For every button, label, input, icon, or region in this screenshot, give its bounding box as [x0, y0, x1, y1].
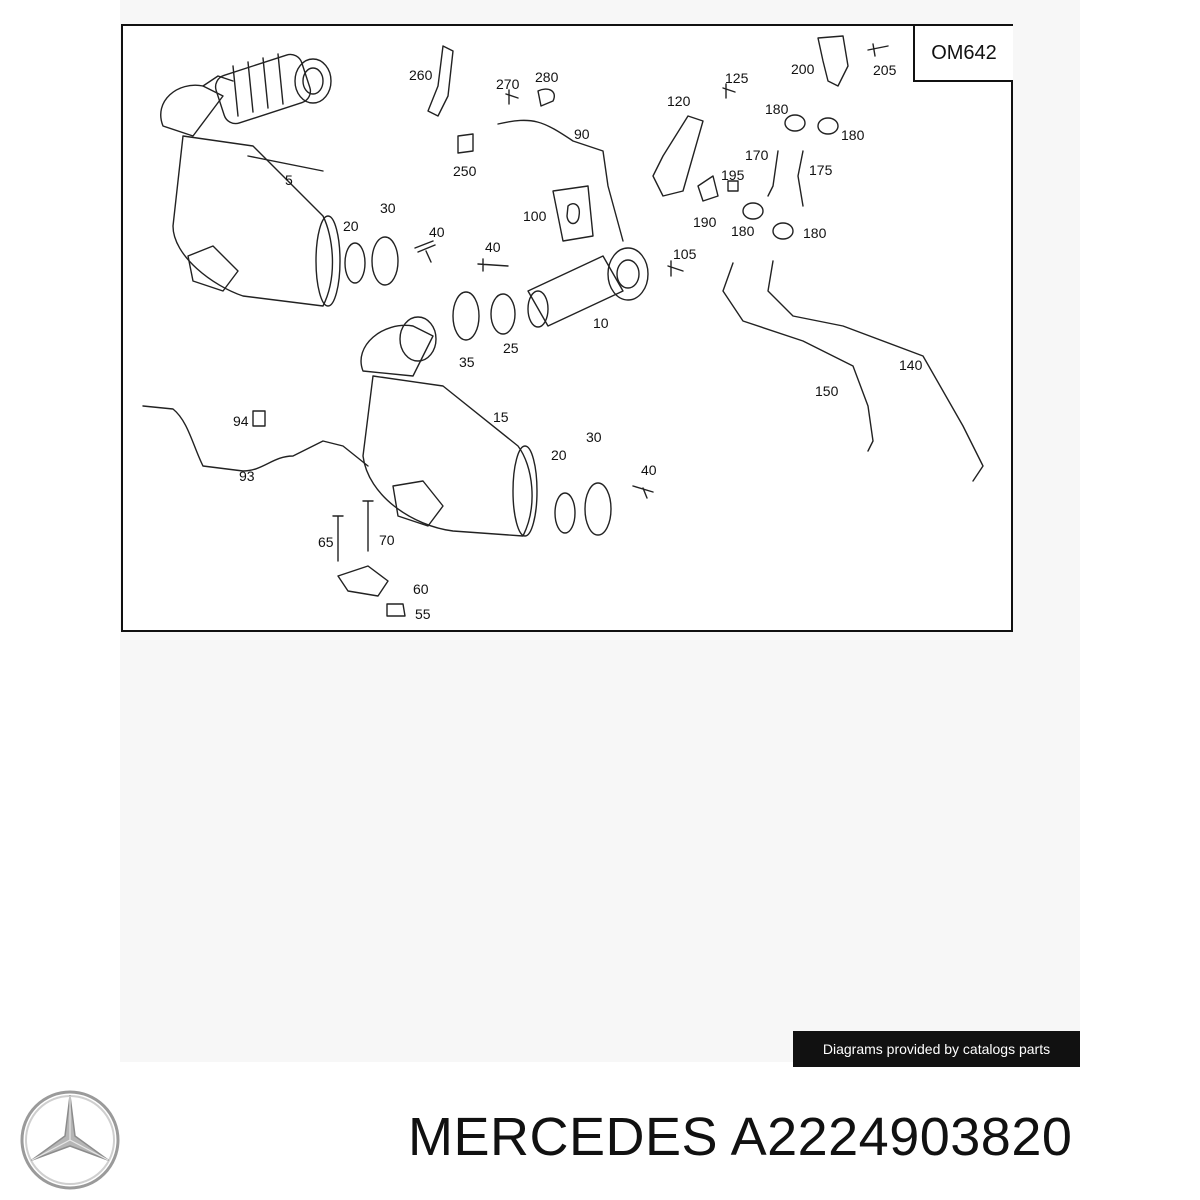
clamp-180-c	[742, 202, 764, 220]
callout-20: 20	[343, 218, 359, 234]
parts-diagram: OM642 5 20 30 40 40 35 25 10 100 105 260…	[121, 24, 1013, 632]
callout-175: 175	[809, 162, 833, 178]
callout-40: 40	[485, 239, 501, 255]
callout-30: 30	[586, 429, 602, 445]
callout-195: 195	[721, 167, 745, 183]
bolt-270	[505, 89, 519, 105]
callout-55: 55	[415, 606, 431, 622]
pressure-sensor-200	[817, 35, 849, 87]
bolt-40-upper	[414, 240, 436, 263]
callout-170: 170	[745, 147, 769, 163]
callout-105: 105	[673, 246, 697, 262]
bracket-120	[652, 115, 704, 197]
clamp-180-a	[784, 114, 806, 132]
callout-260: 260	[409, 67, 433, 83]
clamp-180-b	[817, 117, 839, 135]
pipe-150	[722, 262, 874, 452]
part-number-caption: MERCEDES A2224903820	[408, 1107, 1073, 1167]
bracket-260	[427, 45, 454, 117]
bolt-70	[362, 500, 374, 552]
callout-140: 140	[899, 357, 923, 373]
clamp-180-d	[772, 222, 794, 240]
bolt-125	[722, 83, 736, 99]
callout-40: 40	[641, 462, 657, 478]
particulate-filter-upper	[160, 53, 341, 307]
particulate-filter-lower	[360, 316, 538, 537]
callout-100: 100	[523, 208, 547, 224]
nut-55	[386, 603, 406, 617]
callout-190: 190	[693, 214, 717, 230]
exhaust-pipe-section	[527, 247, 684, 328]
hose-175	[797, 150, 804, 207]
callout-90: 90	[574, 126, 590, 142]
bolt-40-middle	[477, 258, 509, 272]
callout-200: 200	[791, 61, 815, 77]
callout-180: 180	[765, 101, 789, 117]
seal-ring-20-upper	[344, 242, 366, 284]
sensor-line-90	[497, 119, 624, 242]
hose-170	[767, 150, 779, 197]
callout-25: 25	[503, 340, 519, 356]
callout-125: 125	[725, 70, 749, 86]
pipe-140	[767, 260, 984, 482]
callout-35: 35	[459, 354, 475, 370]
callout-280: 280	[535, 69, 559, 85]
callout-93: 93	[239, 468, 255, 484]
connector-250	[457, 133, 474, 154]
callout-5: 5	[285, 172, 293, 188]
sensor-line-93	[142, 405, 369, 472]
bolt-65	[332, 515, 344, 562]
bolt-205	[867, 43, 889, 57]
callout-40: 40	[429, 224, 445, 240]
callout-150: 150	[815, 383, 839, 399]
mercedes-star-icon	[20, 1090, 120, 1190]
bolt-40-lower	[632, 485, 654, 499]
callout-180: 180	[841, 127, 865, 143]
credit-banner: Diagrams provided by catalogs parts	[793, 1031, 1080, 1067]
engine-code-label: OM642	[913, 26, 1013, 82]
clip-280	[537, 88, 555, 107]
callout-270: 270	[496, 76, 520, 92]
callout-65: 65	[318, 534, 334, 550]
callout-180: 180	[731, 223, 755, 239]
clip-190	[697, 175, 719, 202]
bracket-60	[337, 565, 389, 597]
callout-120: 120	[667, 93, 691, 109]
callout-250: 250	[453, 163, 477, 179]
clamp-35	[452, 291, 480, 341]
exhaust-parts-drawing	[142, 35, 984, 617]
gasket-100	[552, 185, 594, 242]
callout-30: 30	[380, 200, 396, 216]
nut-195	[727, 180, 739, 192]
callout-70: 70	[379, 532, 395, 548]
clamp-30-upper	[371, 236, 399, 286]
clip-94	[252, 410, 266, 427]
callout-205: 205	[873, 62, 897, 78]
callout-15: 15	[493, 409, 509, 425]
callout-94: 94	[233, 413, 249, 429]
callout-60: 60	[413, 581, 429, 597]
callout-20: 20	[551, 447, 567, 463]
seal-ring-20-lower	[554, 492, 576, 534]
callout-10: 10	[593, 315, 609, 331]
seal-ring-25	[490, 293, 516, 335]
clamp-30-lower	[584, 482, 612, 536]
callout-180: 180	[803, 225, 827, 241]
